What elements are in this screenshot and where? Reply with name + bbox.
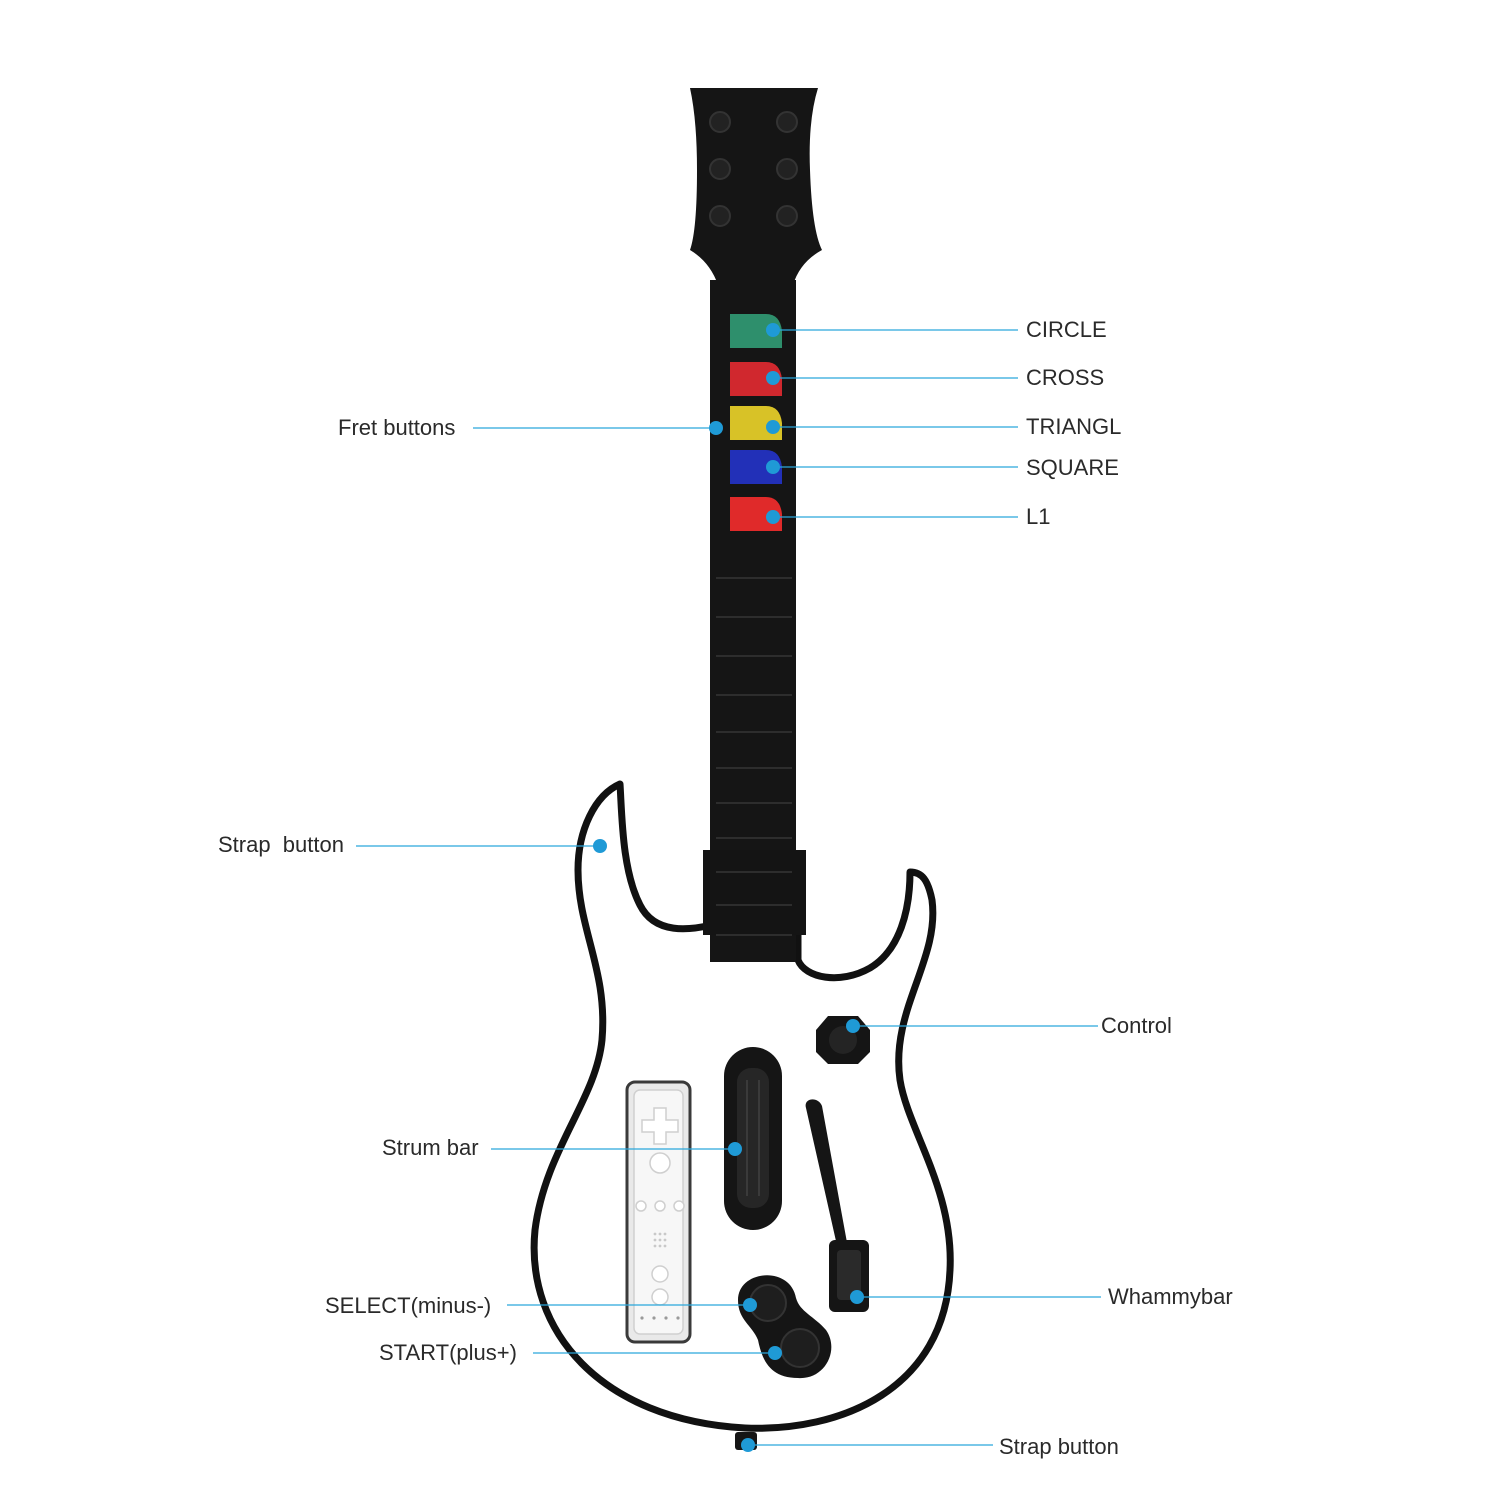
strum-bar-ridges (746, 1080, 760, 1196)
remote-speaker-holes (653, 1232, 667, 1248)
fret-button-green[interactable] (730, 314, 782, 348)
callout-dots (593, 323, 864, 1452)
start-button[interactable] (780, 1328, 820, 1368)
label-control: Control (1101, 1013, 1172, 1038)
label-fret-buttons: Fret buttons (338, 415, 456, 440)
remote-small-buttons (635, 1200, 685, 1306)
fret-button-blue[interactable] (730, 450, 782, 484)
remote-a-button (649, 1152, 671, 1174)
strum-bar[interactable] (737, 1068, 769, 1208)
label-strum-bar: Strum bar (382, 1135, 479, 1160)
label-whammybar: Whammybar (1108, 1284, 1233, 1309)
dpad-icon (641, 1107, 679, 1145)
label-l1: L1 (1026, 504, 1051, 529)
label-circle: CIRCLE (1026, 317, 1107, 342)
whammy-bar[interactable] (805, 1099, 848, 1250)
fret-lines (716, 577, 792, 936)
label-triangl: TRIANGL (1026, 414, 1122, 439)
whammy-base-inner (837, 1250, 861, 1300)
neck-joint (703, 850, 806, 935)
label-start: START(plus+) (379, 1340, 517, 1365)
remote-player-leds (640, 1316, 680, 1320)
fret-button-red[interactable] (730, 362, 782, 396)
label-square: SQUARE (1026, 455, 1119, 480)
remote-body (633, 1089, 684, 1335)
label-cross: CROSS (1026, 365, 1105, 390)
control-knob-cap (829, 1026, 857, 1054)
label-strap-button-top: Strap button (218, 832, 344, 857)
headstock (690, 88, 822, 285)
label-select: SELECT(minus-) (325, 1293, 492, 1318)
label-strap-button-bottom: Strap button (999, 1434, 1119, 1459)
tuning-pegs (709, 111, 798, 227)
leader-lines (356, 329, 1101, 1446)
